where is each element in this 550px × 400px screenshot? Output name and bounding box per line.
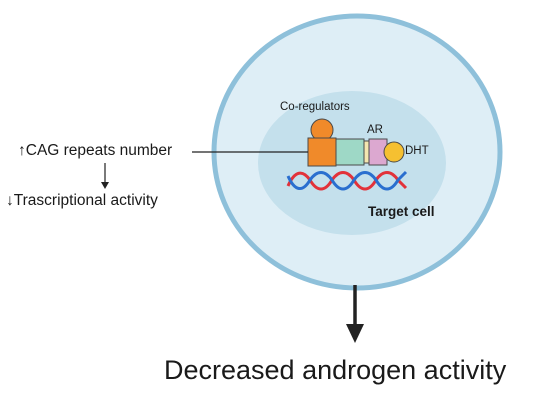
big-down-arrow (346, 285, 364, 343)
coregulator-block (307, 137, 337, 167)
cag-repeats-label: ↑CAG repeats number (18, 142, 173, 159)
target-cell-label: Target cell (368, 204, 435, 219)
ar-domain-hinge (363, 140, 370, 164)
dht-ligand (383, 141, 405, 163)
ar-label: AR (367, 124, 383, 136)
ar-domain-green (335, 138, 365, 166)
coregulators-label: Co-regulators (280, 101, 350, 113)
dna-helix (286, 170, 408, 191)
small-down-arrow (101, 163, 109, 189)
transcriptional-activity-label: ↓Trascriptional activity (6, 192, 158, 209)
outcome-label: Decreased androgen activity (164, 355, 507, 385)
dna-strand-blue (286, 170, 408, 191)
dna-strand-red (286, 171, 408, 191)
dht-label: DHT (405, 145, 429, 157)
